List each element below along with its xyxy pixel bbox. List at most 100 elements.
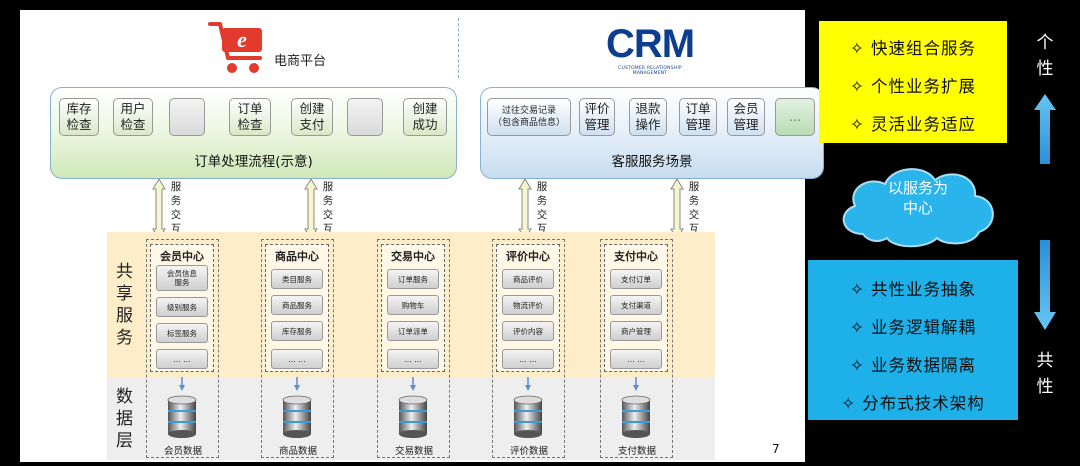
service-interaction-label: 服 务 交 互 xyxy=(322,181,334,235)
slide: e 电商平台 CRM CUSTOMER RELATIONSHIP MANAGEM… xyxy=(20,10,824,462)
service-center-cloud-text: 以服务为 中心 xyxy=(887,179,948,217)
individuality-point: ✧ 个性业务扩展 xyxy=(849,77,977,96)
database-label: 商品数据 xyxy=(278,446,317,457)
crm-scene-panel: 过往交易记录 （包含商品信息） 评价 管理 退款 操作 订单 管理 会员 管理 … xyxy=(480,87,824,179)
center-box: 评价中心 商品评价 物流评价 评价内容 … … xyxy=(496,244,560,372)
service-button: 订单派单 xyxy=(387,321,439,341)
center-title: 支付中心 xyxy=(614,250,658,263)
crm-step: 评价 管理 xyxy=(579,98,615,136)
service-interaction-label: 服 务 交 互 xyxy=(536,181,548,235)
double-arrow-icon xyxy=(152,178,166,240)
trade-center-column: 交易中心 订单服务 购物车 订单派单 … … 交易数据 xyxy=(377,239,450,458)
service-button: … … xyxy=(502,349,554,369)
service-button: 商品服务 xyxy=(271,295,323,315)
order-flow-title: 订单处理流程(示意) xyxy=(194,154,313,170)
crm-scene-title: 客服服务场景 xyxy=(611,154,693,170)
down-arrow-icon xyxy=(179,377,185,391)
crm-logo: CRM CUSTOMER RELATIONSHIP MANAGEMENT xyxy=(605,22,695,80)
double-arrow-icon xyxy=(670,178,684,240)
order-step: 订单 检查 xyxy=(229,98,271,136)
center-box: 支付中心 支付订单 支付渠道 商户管理 … … xyxy=(604,244,668,372)
database-icon xyxy=(398,395,428,438)
commonality-point: ✧ 业务数据隔离 xyxy=(849,356,977,375)
down-arrow-icon xyxy=(294,377,300,391)
individuality-label: 个 性 xyxy=(1036,33,1054,79)
commonality-point: ✧ 共性业务抽象 xyxy=(849,280,977,299)
service-button: 商品评价 xyxy=(502,269,554,289)
cart-letter: e xyxy=(237,27,247,52)
double-arrow-icon xyxy=(304,178,318,240)
shopping-cart-icon: e xyxy=(208,22,262,73)
review-center-column: 评价中心 商品评价 物流评价 评价内容 … … 评价数据 xyxy=(492,239,565,458)
order-step: 创建 支付 xyxy=(291,98,333,136)
crm-step: 退款 操作 xyxy=(629,98,667,136)
service-button: 订单服务 xyxy=(387,269,439,289)
center-title: 评价中心 xyxy=(506,250,550,263)
center-title: 商品中心 xyxy=(275,250,319,263)
database-icon xyxy=(621,395,651,438)
individuality-point: ✧ 灵活业务适应 xyxy=(849,115,977,134)
order-flow-panel: 库存 检查 用户 检查 订单 检查 创建 支付 创建 成功 订单处理流程(示意) xyxy=(50,87,457,179)
service-button: 商户管理 xyxy=(610,321,662,341)
member-center-column: 会员中心 会员信息 服务 级别服务 标签服务 … … 会员数据 xyxy=(146,239,219,458)
crm-step: 订单 管理 xyxy=(679,98,717,136)
service-button: 库存服务 xyxy=(271,321,323,341)
down-arrow-icon xyxy=(525,377,531,391)
up-arrow-icon xyxy=(1034,94,1056,164)
service-interaction-label: 服 务 交 互 xyxy=(170,181,182,235)
section-divider xyxy=(458,18,459,78)
database-label: 交易数据 xyxy=(394,446,433,457)
service-button: 会员信息 服务 xyxy=(156,265,208,291)
service-button: … … xyxy=(271,349,323,369)
service-button: 级别服务 xyxy=(156,297,208,317)
down-arrow-large-icon xyxy=(1034,240,1056,330)
data-layer-label: 数 据 层 xyxy=(116,386,133,451)
commonality-label: 共 性 xyxy=(1036,351,1054,397)
commonality-box: ✧ 共性业务抽象 ✧ 业务逻辑解耦 ✧ 业务数据隔离 ✧ 分布式技术架构 xyxy=(808,260,1018,420)
service-button: 标签服务 xyxy=(156,323,208,343)
order-step-empty xyxy=(347,98,383,136)
service-button: … … xyxy=(156,349,208,369)
service-interaction-label: 服 务 交 互 xyxy=(688,181,700,235)
database-icon xyxy=(282,395,312,438)
database-icon xyxy=(167,395,197,438)
order-step: 库存 检查 xyxy=(59,98,99,136)
crm-logo-subtitle: CUSTOMER RELATIONSHIP MANAGEMENT xyxy=(618,66,682,76)
center-title: 交易中心 xyxy=(391,250,435,263)
product-center-column: 商品中心 类目服务 商品服务 库存服务 … … 商品数据 xyxy=(261,239,334,458)
individuality-box: ✧ 快速组合服务 ✧ 个性业务扩展 ✧ 灵活业务适应 xyxy=(819,21,1007,143)
service-button: 支付订单 xyxy=(610,269,662,289)
page-number: 7 xyxy=(772,442,780,456)
center-box: 交易中心 订单服务 购物车 订单派单 … … xyxy=(381,244,445,372)
double-arrow-icon xyxy=(518,178,532,240)
database-label: 评价数据 xyxy=(509,446,548,457)
service-button: … … xyxy=(387,349,439,369)
order-step: 用户 检查 xyxy=(113,98,153,136)
commonality-point: ✧ 分布式技术架构 xyxy=(841,394,985,413)
service-button: 购物车 xyxy=(387,295,439,315)
database-icon xyxy=(513,395,543,438)
cloud-shape xyxy=(842,168,994,248)
crm-step: 过往交易记录 （包含商品信息） xyxy=(487,98,571,136)
crm-step: 会员 管理 xyxy=(727,98,765,136)
service-button: … … xyxy=(610,349,662,369)
order-step: 创建 成功 xyxy=(403,98,447,136)
database-label: 支付数据 xyxy=(617,446,656,457)
center-box: 会员中心 会员信息 服务 级别服务 标签服务 … … xyxy=(150,244,214,372)
shared-services-label: 共 享 服 务 xyxy=(116,261,133,348)
commonality-point: ✧ 业务逻辑解耦 xyxy=(849,318,977,337)
service-button: 评价内容 xyxy=(502,321,554,341)
service-button: 支付渠道 xyxy=(610,295,662,315)
down-arrow-icon xyxy=(633,377,639,391)
order-step-empty xyxy=(169,98,205,136)
ecommerce-platform-label: 电商平台 xyxy=(274,54,327,69)
database-label: 会员数据 xyxy=(163,446,202,457)
payment-center-column: 支付中心 支付订单 支付渠道 商户管理 … … 支付数据 xyxy=(600,239,673,458)
service-button: 物流评价 xyxy=(502,295,554,315)
crm-step-more: ... xyxy=(775,98,815,136)
individuality-point: ✧ 快速组合服务 xyxy=(849,39,977,58)
center-box: 商品中心 类目服务 商品服务 库存服务 … … xyxy=(265,244,329,372)
crm-logo-text: CRM xyxy=(605,22,695,66)
down-arrow-icon xyxy=(410,377,416,391)
center-title: 会员中心 xyxy=(160,250,204,263)
